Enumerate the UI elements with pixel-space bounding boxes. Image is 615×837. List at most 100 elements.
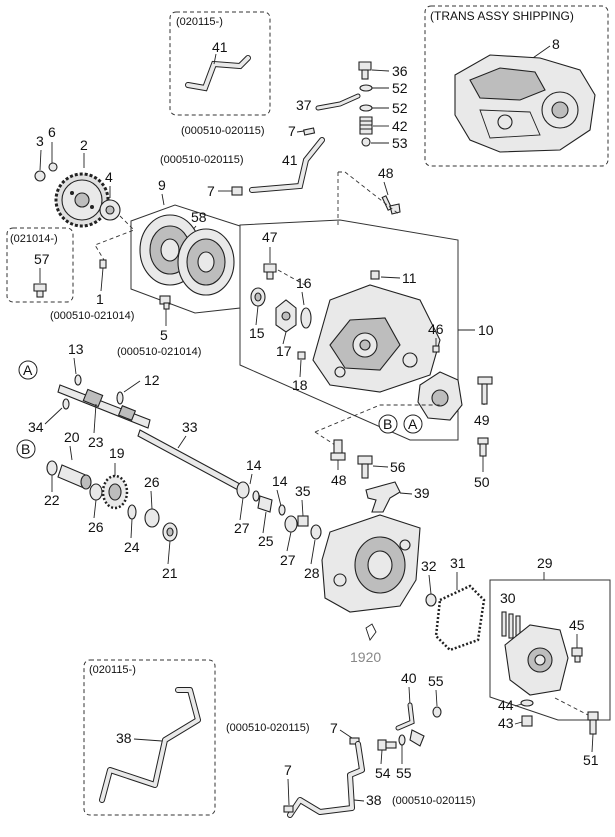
callout-3: 3 [36, 133, 44, 149]
callout-7: 7 [284, 762, 292, 778]
plug-11 [370, 270, 380, 280]
gear-19 [101, 474, 129, 510]
plate-4 [99, 199, 121, 221]
callout-13: 13 [68, 341, 84, 357]
callout-39: 39 [414, 485, 430, 501]
callout-36: 36 [392, 63, 408, 79]
marker-a-label: A [23, 362, 33, 378]
callout-55: 55 [428, 673, 444, 689]
callout-14: 14 [246, 457, 262, 473]
range-label: (000510-021014) [117, 346, 201, 358]
clip-7-bottom-upper [349, 737, 360, 745]
callout-56: 56 [390, 459, 406, 475]
nut-3 [34, 170, 46, 182]
bracket-40 [409, 729, 425, 747]
callout-50: 50 [474, 474, 490, 490]
shaft-20 [57, 464, 92, 490]
marker-b-label: B [383, 416, 392, 432]
callout-4: 4 [105, 169, 113, 185]
washer-44 [520, 699, 534, 707]
marker-a [403, 414, 423, 434]
callout-38: 38 [116, 730, 132, 746]
bolt-47 [263, 263, 277, 280]
callout-23: 23 [88, 434, 104, 450]
trans-assy-box [424, 5, 609, 167]
callout-1920: 1920 [350, 649, 381, 665]
guide-line [314, 404, 440, 446]
spring-42 [359, 116, 373, 135]
callout-14: 14 [272, 473, 288, 489]
range-label: (020115-) [89, 664, 136, 676]
callout-20: 20 [64, 429, 80, 445]
ring-14-left [252, 490, 260, 502]
callout-37: 37 [296, 97, 312, 113]
ring-12 [116, 391, 124, 405]
range-label: (000510-021014) [50, 310, 134, 322]
callout-1: 1 [96, 291, 104, 307]
transaxle-assembly-illustration [454, 54, 596, 153]
callout-27: 27 [280, 552, 296, 568]
callout-35: 35 [295, 483, 311, 499]
callout-31: 31 [450, 555, 466, 571]
guide-line [337, 171, 401, 225]
callout-49: 49 [474, 412, 490, 428]
callout-11: 11 [402, 270, 417, 286]
bearing-26-right [144, 508, 160, 528]
plug-43 [521, 715, 533, 727]
callout-12: 12 [144, 372, 160, 388]
callout-47: 47 [262, 229, 278, 245]
marker-a-label: A [408, 416, 418, 432]
callout-34: 34 [28, 419, 44, 435]
callout-53: 53 [392, 135, 408, 151]
callout-21: 21 [162, 565, 178, 581]
ring-34 [62, 398, 70, 410]
callout-17: 17 [276, 343, 292, 359]
guide-line [277, 269, 306, 286]
callout-44: 44 [498, 697, 514, 713]
bolt-36 [358, 61, 372, 80]
callout-45: 45 [569, 617, 585, 633]
guide-line [554, 697, 589, 716]
bolt-48-lower [330, 439, 346, 461]
washer-55-lower [398, 734, 406, 746]
callout-7: 7 [288, 123, 296, 139]
callout-54: 54 [375, 765, 391, 781]
callout-55: 55 [396, 765, 412, 781]
clip-7-upper [303, 127, 316, 136]
oil-pump-cover [417, 371, 463, 421]
callout-7: 7 [207, 183, 215, 199]
callout-7: 7 [330, 720, 338, 736]
shim-28 [310, 524, 322, 540]
callout-40: 40 [401, 670, 417, 686]
marker-b-left [16, 439, 36, 459]
pump-17 [275, 299, 297, 333]
washer-52-lower [359, 104, 373, 112]
gasket-31 [434, 584, 486, 652]
bolt-50 [477, 437, 489, 457]
callout-41: 41 [212, 39, 228, 55]
callout-28: 28 [304, 565, 320, 581]
callout-48: 48 [331, 472, 347, 488]
clutch-housing-1920 [321, 514, 421, 613]
oring-16 [300, 307, 312, 329]
bearing-26-left [89, 483, 103, 501]
gear-25 [257, 495, 273, 513]
washer-52-upper [359, 84, 373, 92]
callout-27: 27 [234, 520, 250, 536]
bolt-5 [159, 295, 171, 310]
oring-22 [46, 460, 58, 476]
callout-41: 41 [282, 152, 298, 168]
marker-b [378, 414, 398, 434]
bolt-51 [587, 711, 599, 735]
callout-38: 38 [366, 792, 382, 808]
callout-8: 8 [552, 36, 560, 52]
transaxle-case-illustration [312, 284, 441, 393]
drive-plate-2 [54, 172, 110, 228]
input-shaft-23 [57, 384, 151, 429]
transaxle-case-box [239, 219, 459, 441]
callout-6: 6 [48, 124, 56, 140]
variant-box-hose-41 [169, 11, 271, 116]
clip-7-lower [231, 186, 243, 196]
